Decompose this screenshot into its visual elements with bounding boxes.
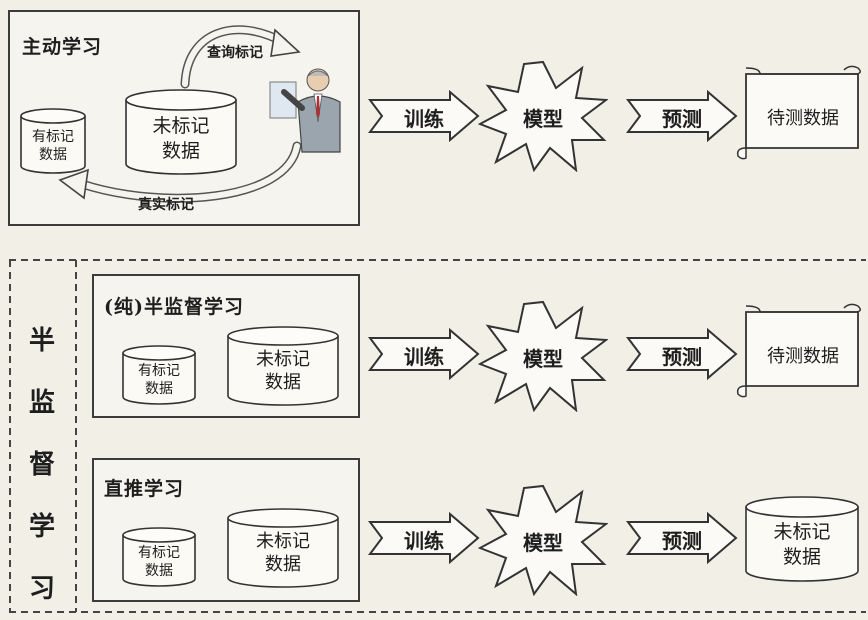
semi-char-1: 半 bbox=[28, 326, 55, 356]
test-data-scroll-1 bbox=[736, 65, 861, 160]
train-arrow-1 bbox=[368, 90, 480, 142]
semi-char-4: 学 bbox=[28, 512, 55, 542]
predict-arrow-2 bbox=[626, 328, 738, 380]
transductive-unlabeled-data-cylinder: 未标记 数据 bbox=[224, 506, 342, 590]
train-label-1: 训练 bbox=[404, 107, 444, 131]
pure-unlabeled-label-1: 未标记 bbox=[256, 349, 310, 370]
train-arrow-2 bbox=[368, 328, 480, 380]
model-label-2: 模型 bbox=[523, 347, 563, 371]
pure-unlabeled-data-cylinder: 未标记 数据 bbox=[224, 324, 342, 408]
unlabeled-data-cylinder: 未标记 数据 bbox=[122, 86, 240, 178]
unlabeled-data-label-1: 未标记 bbox=[152, 115, 210, 137]
model-starburst-2 bbox=[478, 300, 608, 412]
test-data-label-1: 待测数据 bbox=[767, 108, 839, 129]
labeled-data-label-2: 数据 bbox=[39, 147, 67, 164]
target-unlabeled-label-2: 数据 bbox=[782, 545, 821, 568]
predict-arrow-3 bbox=[626, 512, 738, 564]
model-starburst-1 bbox=[478, 60, 608, 172]
train-arrow-3 bbox=[368, 512, 480, 564]
query-label-arrow bbox=[180, 25, 301, 89]
transductive-labeled-label-2: 数据 bbox=[145, 563, 173, 580]
transductive-labeled-label-1: 有标记 bbox=[138, 545, 180, 561]
pure-labeled-label-2: 数据 bbox=[145, 381, 173, 398]
transductive-labeled-data-cylinder: 有标记 数据 bbox=[120, 526, 198, 588]
predict-label-3: 预测 bbox=[662, 529, 702, 553]
unlabeled-data-label-2: 数据 bbox=[161, 139, 200, 162]
model-starburst-3 bbox=[478, 484, 608, 596]
transductive-unlabeled-label-1: 未标记 bbox=[256, 531, 310, 552]
test-data-label-2: 待测数据 bbox=[767, 346, 839, 367]
predict-label-1: 预测 bbox=[662, 107, 702, 131]
pure-unlabeled-label-2: 数据 bbox=[265, 372, 301, 394]
predict-label-2: 预测 bbox=[662, 345, 702, 369]
train-label-3: 训练 bbox=[404, 529, 444, 553]
transductive-unlabeled-label-2: 数据 bbox=[265, 554, 301, 576]
train-label-2: 训练 bbox=[404, 345, 444, 369]
semi-supervised-title: 半 监 督 学 习 bbox=[22, 310, 62, 620]
pure-labeled-data-cylinder: 有标记 数据 bbox=[120, 344, 198, 406]
labeled-data-cylinder: 有标记 数据 bbox=[18, 106, 88, 176]
semi-char-3: 督 bbox=[28, 450, 55, 480]
target-unlabeled-data-cylinder: 未标记 数据 bbox=[742, 494, 862, 584]
semi-char-2: 监 bbox=[28, 388, 55, 418]
query-label-text: 查询标记 bbox=[207, 45, 263, 61]
transductive-title: 直推学习 bbox=[104, 478, 185, 500]
target-unlabeled-label-1: 未标记 bbox=[773, 521, 831, 543]
model-label-1: 模型 bbox=[523, 107, 563, 131]
model-label-3: 模型 bbox=[523, 531, 563, 555]
pure-semi-title: (纯)半监督学习 bbox=[104, 296, 244, 318]
predict-arrow-1 bbox=[626, 90, 738, 142]
labeled-data-label-1: 有标记 bbox=[32, 129, 74, 145]
active-learning-title: 主动学习 bbox=[22, 36, 103, 58]
person-icon bbox=[269, 68, 341, 153]
true-label-arrow bbox=[58, 141, 302, 203]
pure-labeled-label-1: 有标记 bbox=[138, 363, 180, 379]
semi-char-5: 习 bbox=[28, 574, 55, 604]
test-data-scroll-2 bbox=[736, 303, 861, 398]
true-label-text: 真实标记 bbox=[138, 197, 194, 213]
